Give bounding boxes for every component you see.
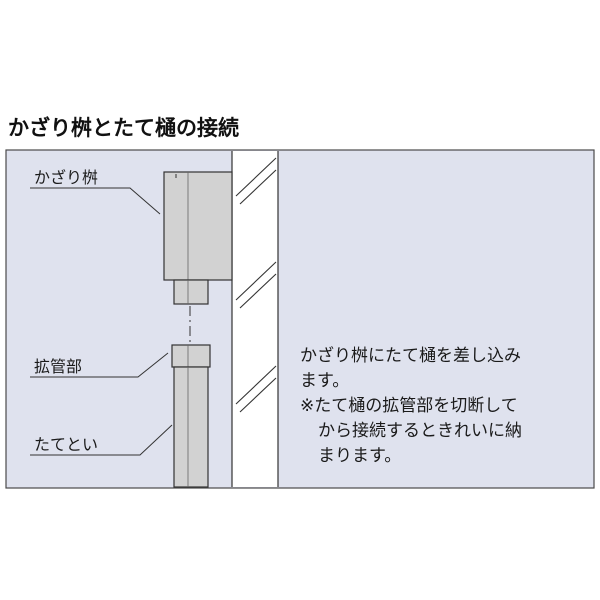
wall-hatch xyxy=(235,157,277,413)
leader-kazarimasu xyxy=(30,187,161,215)
figure-title: かざり桝とたて樋の接続 xyxy=(8,116,239,140)
note-line: かざり桝にたて樋を差し込み xyxy=(300,346,521,366)
diagram-panel xyxy=(5,149,595,489)
note-line: ※たて樋の拡管部を切断して xyxy=(300,396,518,416)
kazarimasu-outlet xyxy=(173,279,209,305)
leader-tatetoi xyxy=(30,424,173,456)
note-line: から接続するときれいに納 xyxy=(318,421,522,441)
label-tatetoi: たてとい xyxy=(34,435,98,454)
kakanbu-socket xyxy=(171,344,211,368)
wall xyxy=(231,151,279,487)
tatetoi-pipe xyxy=(173,366,209,488)
kazarimasu-box xyxy=(163,171,233,305)
note-line: まります。 xyxy=(318,446,402,466)
wall-face xyxy=(232,151,278,487)
label-kazarimasu: かざり桝 xyxy=(34,168,98,187)
note-line: ます。 xyxy=(300,371,350,391)
label-kakanbu: 拡管部 xyxy=(34,357,82,376)
instruction-note: かざり桝にたて樋を差し込み ます。 ※たて樋の拡管部を切断して から接続するとき… xyxy=(300,344,592,469)
leader-kakanbu xyxy=(30,352,169,378)
leader-lines xyxy=(30,187,173,456)
